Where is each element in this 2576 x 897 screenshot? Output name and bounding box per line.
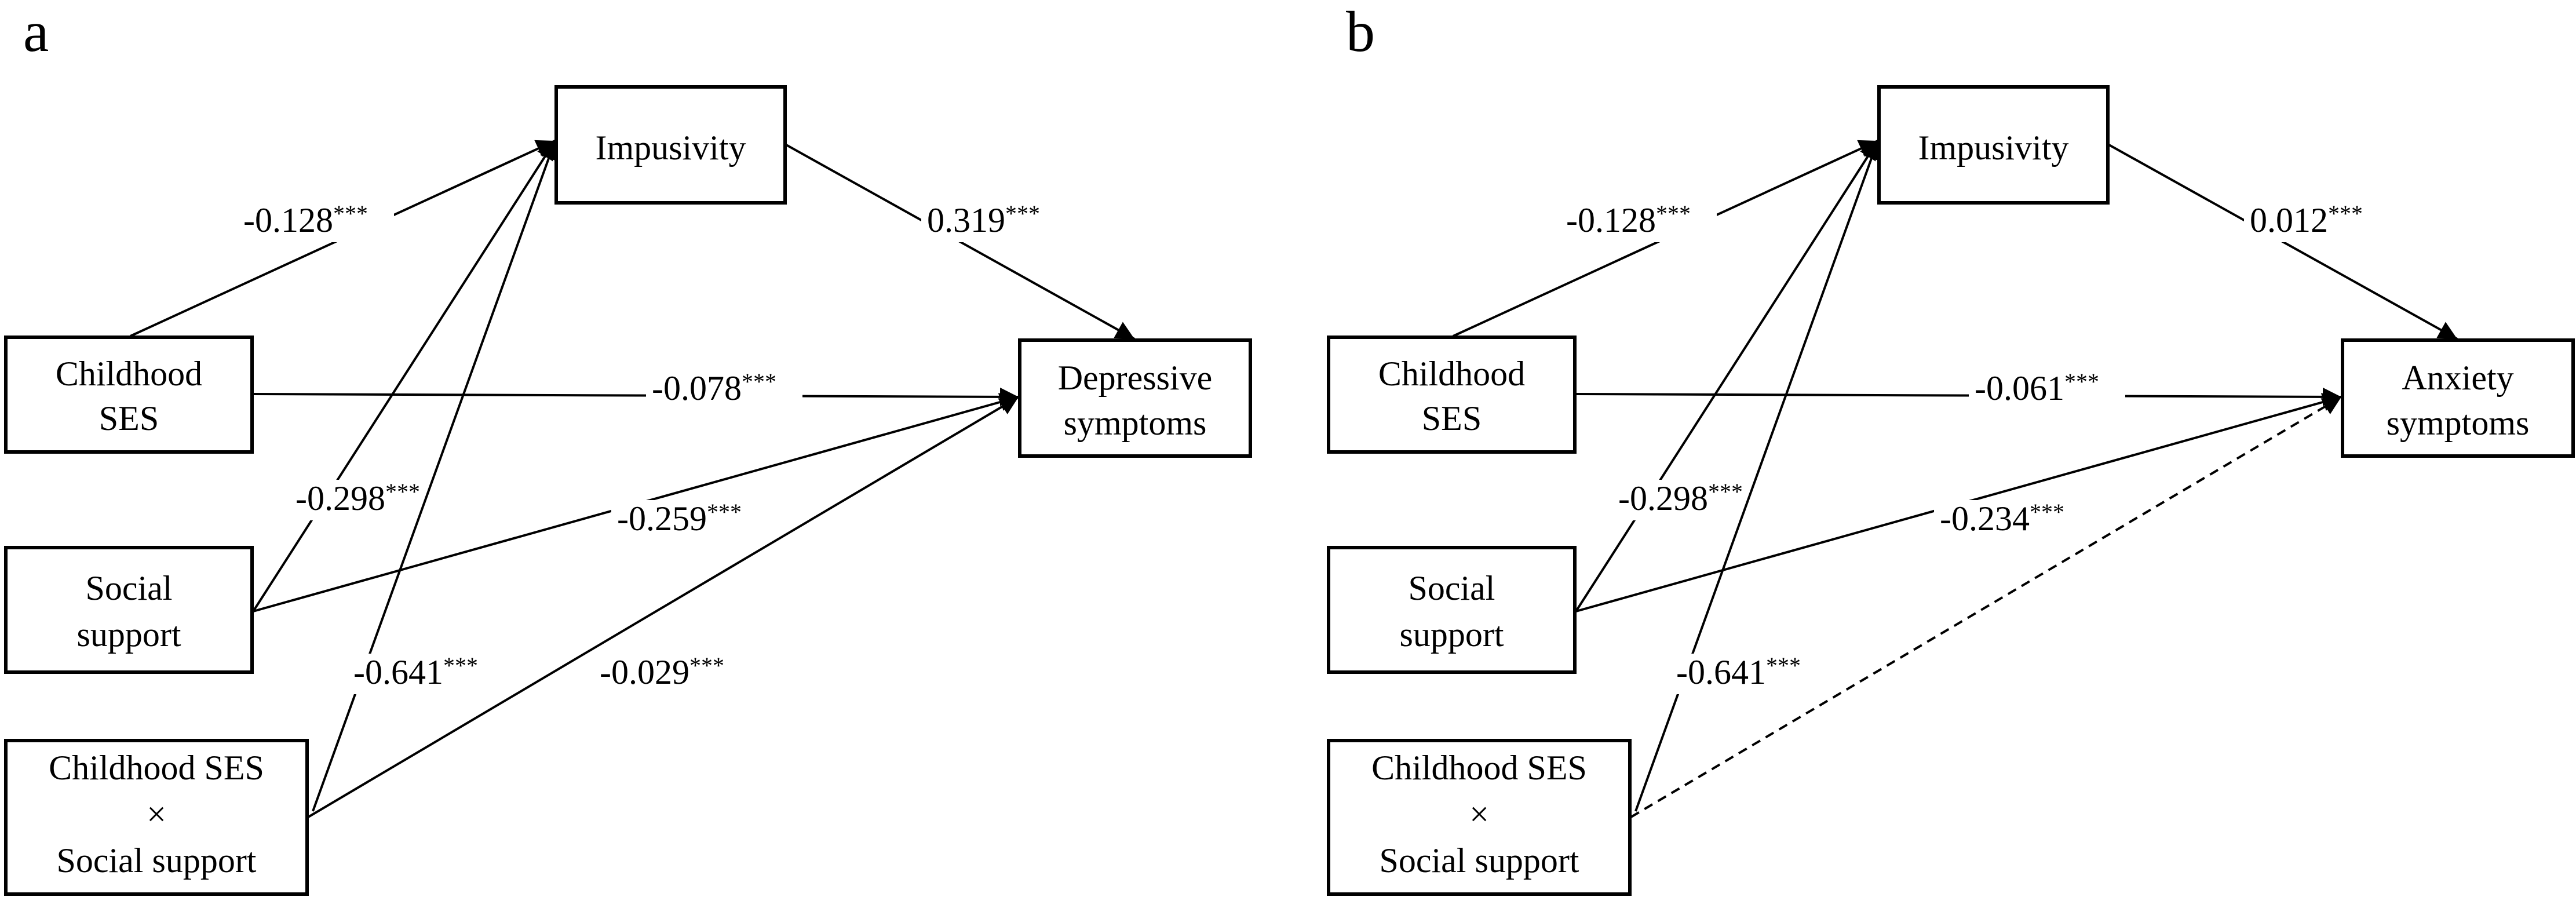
significance-stars: *** <box>689 652 724 679</box>
coefficient-value: -0.078 <box>652 369 742 407</box>
coefficient-label: -0.298*** <box>1618 479 1743 517</box>
coefficient-value: -0.298 <box>1618 479 1708 517</box>
coefficient-label: 0.319*** <box>927 200 1040 239</box>
edge-label-background <box>594 654 750 694</box>
node-label-social-support: Social <box>1409 569 1495 607</box>
node-label-outcome: Anxiety <box>2402 359 2513 397</box>
node-box-impulsivity <box>554 85 787 205</box>
coefficient-value: 0.319 <box>927 201 1005 239</box>
coefficient-value: -0.641 <box>1676 653 1766 691</box>
node-label-interaction: Social support <box>57 841 257 880</box>
panel-letter: a <box>23 0 49 64</box>
panel-letter: b <box>1346 0 1375 64</box>
coefficient-label: 0.012*** <box>2250 200 2363 239</box>
panel-b: b-0.128***0.012***-0.061***-0.298***-0.2… <box>1327 0 2575 896</box>
node-label-interaction: × <box>1469 795 1489 833</box>
significance-stars: *** <box>2328 200 2363 227</box>
node-box-interaction <box>4 739 309 896</box>
node-box-outcome <box>1018 338 1252 458</box>
coefficient-label: -0.128*** <box>1566 200 1691 239</box>
coefficient-value: -0.259 <box>617 499 707 538</box>
node-label-childhood-ses: SES <box>1422 399 1482 437</box>
coefficient-value: -0.128 <box>243 201 333 239</box>
coefficient-value: -0.641 <box>353 653 443 691</box>
coefficient-value: -0.234 <box>1940 499 2030 538</box>
edge-label-background <box>1670 654 1827 694</box>
significance-stars: *** <box>742 369 776 395</box>
coefficient-value: -0.061 <box>1975 369 2064 407</box>
edge-label-background <box>611 500 768 541</box>
edge-ses-to-outcome <box>1575 387 2342 406</box>
node-box-social-support <box>1327 546 1577 674</box>
node-label-outcome: symptoms <box>1064 404 1207 442</box>
significance-stars: *** <box>385 479 420 505</box>
node-box-childhood-ses <box>1327 336 1577 454</box>
coefficient-label: -0.078*** <box>652 369 776 407</box>
node-label-impulsivity: Impusivity <box>1918 129 2068 167</box>
edge-support-to-impulsivity <box>1575 140 1879 612</box>
significance-stars: *** <box>2064 369 2099 395</box>
coefficient-label: -0.061*** <box>1975 369 2099 407</box>
edge-label-background <box>921 202 1060 242</box>
node-box-social-support <box>4 546 254 674</box>
significance-stars: *** <box>1766 652 1801 679</box>
node-label-impulsivity: Impusivity <box>595 129 746 167</box>
significance-stars: *** <box>1708 479 1743 505</box>
node-box-impulsivity <box>1877 85 2110 205</box>
edge-interaction-to-impulsivity <box>1634 140 1881 812</box>
edge-label-background <box>1560 202 1717 242</box>
node-label-social-support: support <box>77 615 181 654</box>
coefficient-label: -0.298*** <box>295 479 420 517</box>
edge-support-to-impulsivity <box>252 140 556 612</box>
significance-stars: *** <box>2030 499 2064 525</box>
node-label-interaction: Social support <box>1380 841 1579 880</box>
node-box-outcome <box>2341 338 2575 458</box>
node-label-outcome: symptoms <box>2387 404 2530 442</box>
edge-label-background <box>646 370 802 410</box>
significance-stars: *** <box>1005 200 1040 227</box>
node-label-outcome: Depressive <box>1058 359 1213 397</box>
edge-interaction-to-outcome <box>1630 396 2343 818</box>
node-box-interaction <box>1327 739 1632 896</box>
edge-interaction-to-impulsivity <box>312 140 558 812</box>
significance-stars: *** <box>707 499 742 525</box>
coefficient-value: -0.128 <box>1566 201 1656 239</box>
edge-label-background <box>1934 500 2090 541</box>
node-label-childhood-ses: SES <box>99 399 159 437</box>
significance-stars: *** <box>443 652 478 679</box>
coefficient-label: -0.641*** <box>353 652 478 691</box>
node-label-interaction: Childhood SES <box>49 749 264 787</box>
node-label-interaction: Childhood SES <box>1371 749 1587 787</box>
edge-interaction-to-outcome <box>307 396 1020 818</box>
node-label-interaction: × <box>147 795 166 833</box>
node-label-social-support: Social <box>86 569 173 607</box>
significance-stars: *** <box>333 200 368 227</box>
coefficient-value: 0.012 <box>2250 201 2328 239</box>
edge-ses-to-outcome <box>253 387 1019 406</box>
coefficient-value: -0.029 <box>600 653 689 691</box>
node-label-social-support: support <box>1400 615 1504 654</box>
node-box-childhood-ses <box>4 336 254 454</box>
edge-label-background <box>238 202 394 242</box>
coefficient-label: -0.234*** <box>1940 499 2064 538</box>
node-label-childhood-ses: Childhood <box>1378 355 1525 393</box>
edge-label-background <box>348 654 504 694</box>
coefficient-label: -0.029*** <box>600 652 724 691</box>
coefficient-label: -0.128*** <box>243 200 368 239</box>
significance-stars: *** <box>1656 200 1691 227</box>
edge-label-background <box>1969 370 2125 410</box>
coefficient-value: -0.298 <box>295 479 385 517</box>
coefficient-label: -0.259*** <box>617 499 742 538</box>
panel-a: a-0.128***0.319***-0.078***-0.298***-0.2… <box>4 0 1252 896</box>
node-label-childhood-ses: Childhood <box>56 355 202 393</box>
edge-label-background <box>2244 202 2383 242</box>
coefficient-label: -0.641*** <box>1676 652 1801 691</box>
